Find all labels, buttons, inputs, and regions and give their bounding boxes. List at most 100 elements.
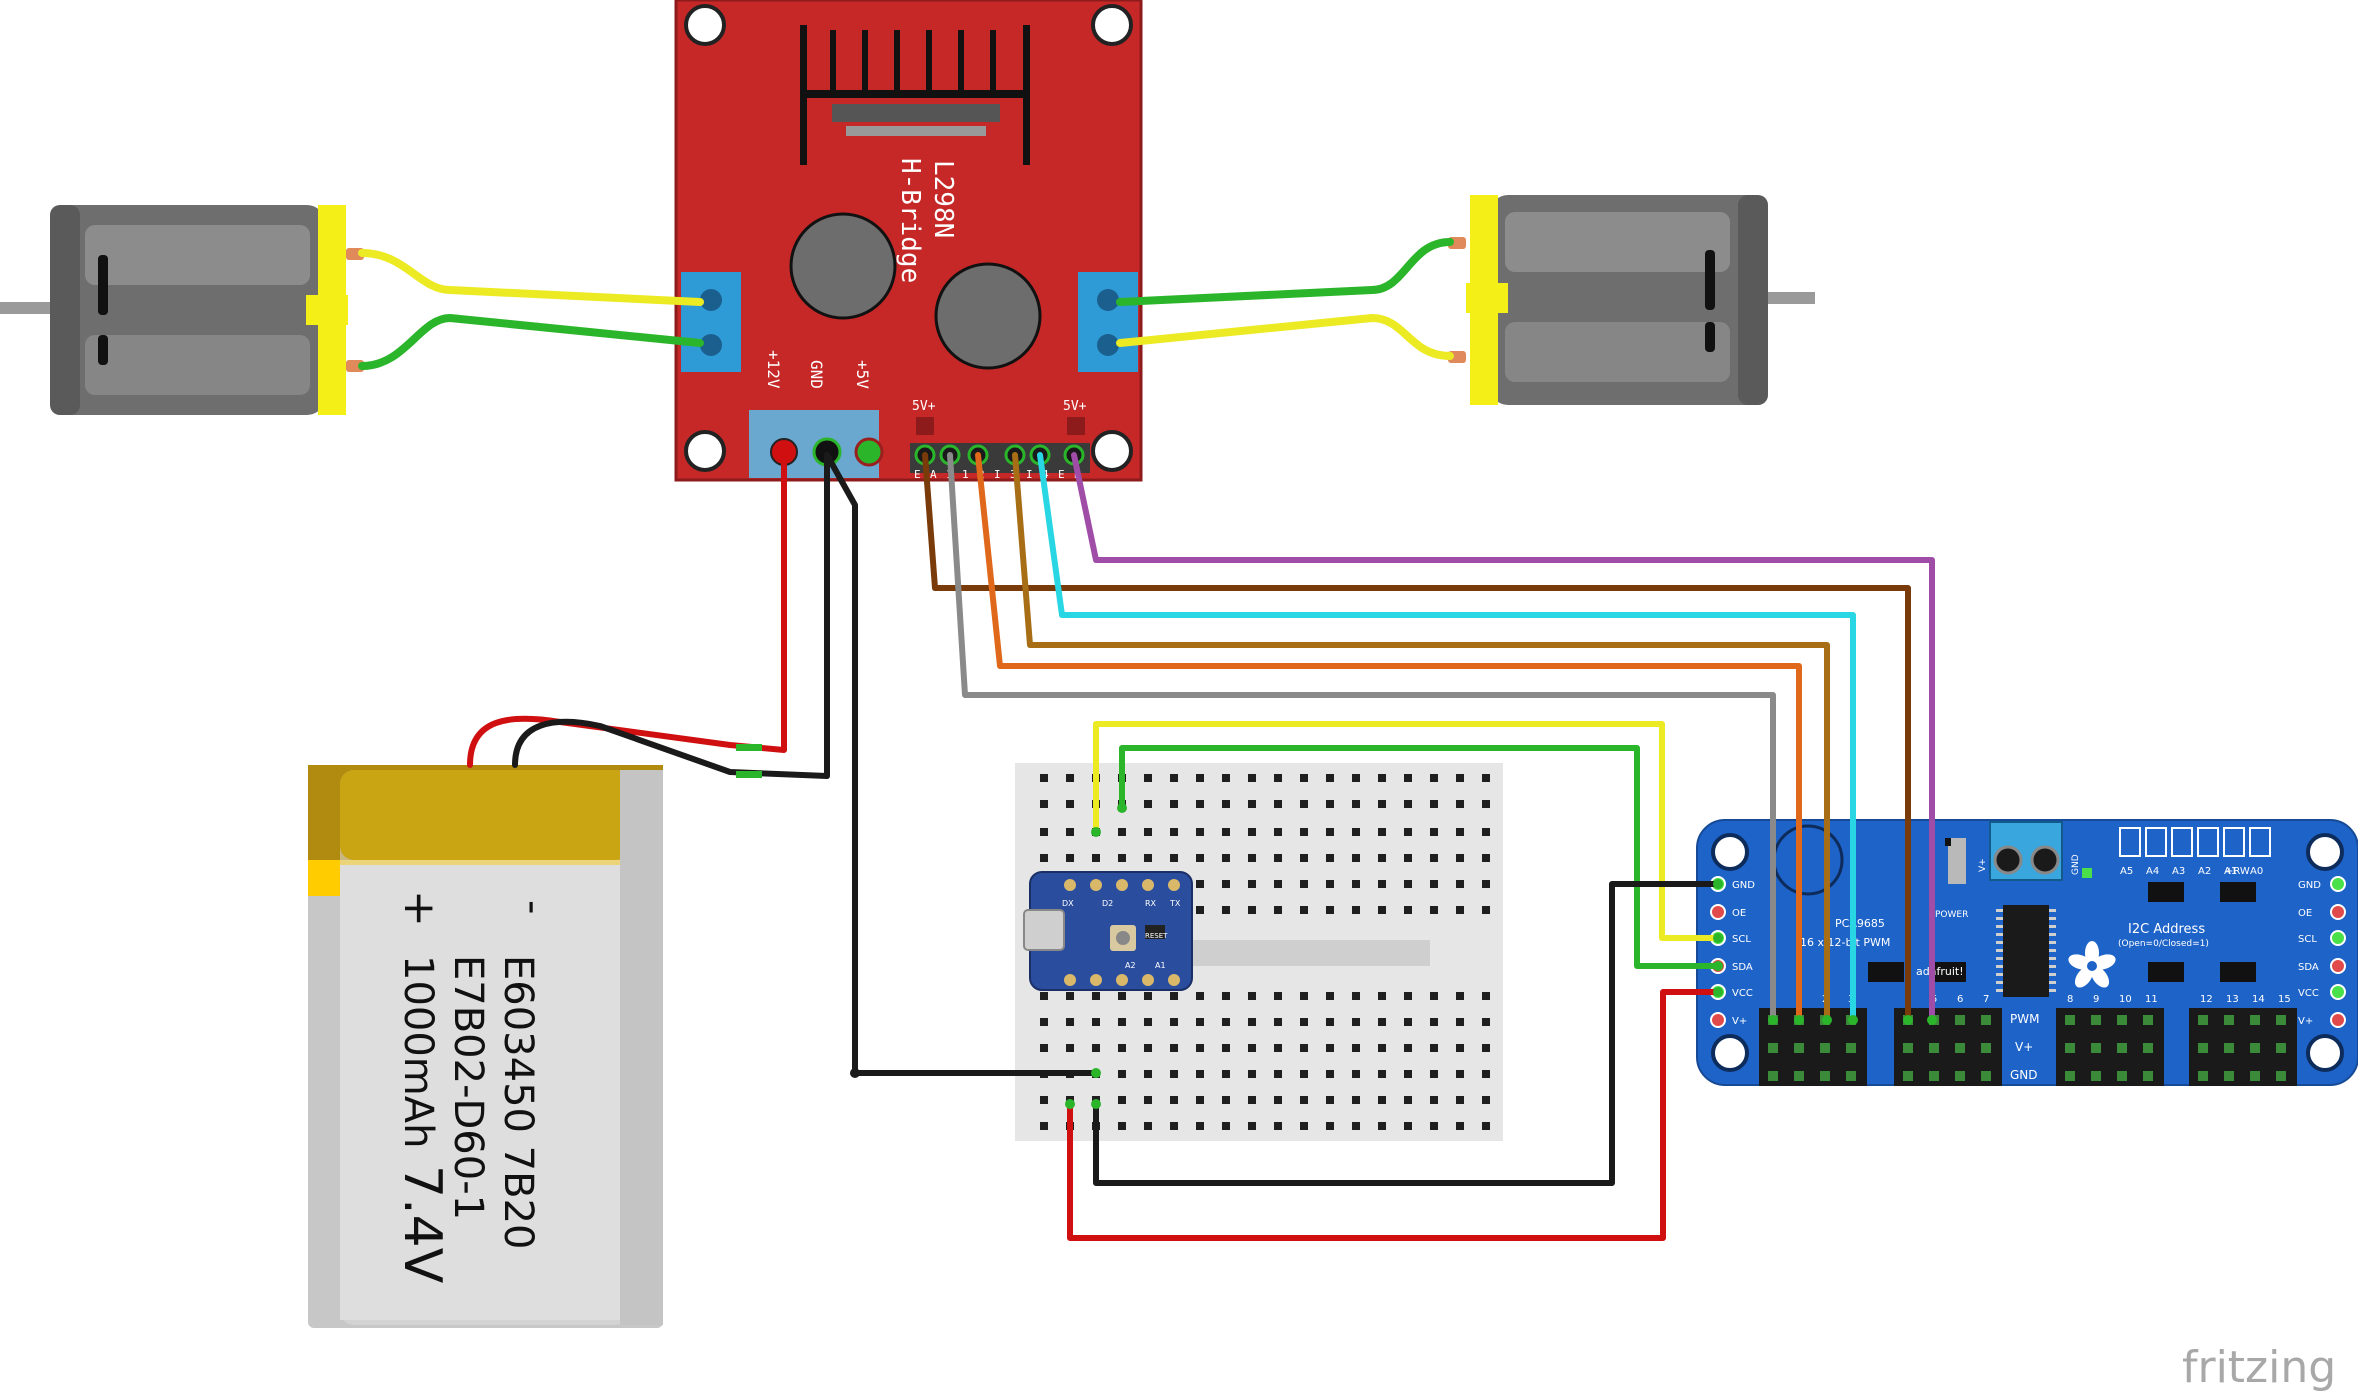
control-pin-label: A [930, 468, 937, 481]
breadboard-hole [1326, 1044, 1334, 1052]
chip-leg [1996, 949, 2003, 952]
wire-in2-orange [975, 452, 1802, 1023]
breadboard-hole [1300, 854, 1308, 862]
breadboard-hole [1326, 1096, 1334, 1104]
wire-left-motor-green [358, 314, 704, 370]
breadboard-hole [1170, 1122, 1178, 1130]
breadboard-hole [1170, 828, 1178, 836]
breadboard-hole [1456, 880, 1464, 888]
smd-part [1930, 962, 1966, 982]
breadboard-hole [1300, 800, 1308, 808]
chip-leg [2049, 909, 2056, 912]
breadboard-hole [1222, 880, 1230, 888]
smd-part [2220, 962, 2256, 982]
chip-leg [1996, 989, 2003, 992]
header-pin-label: GND [1732, 880, 1755, 891]
channel-pin [2198, 1043, 2208, 1053]
breadboard-hole [1144, 800, 1152, 808]
breadboard-hole [1456, 1122, 1464, 1130]
breadboard-hole [1430, 828, 1438, 836]
trinket-label-a2: A2 [1125, 961, 1136, 970]
chip-leg [2049, 925, 2056, 928]
breadboard-hole [1040, 992, 1048, 1000]
breadboard-hole [1040, 774, 1048, 782]
wire-end [1768, 1015, 1778, 1025]
breadboard-hole [1040, 1018, 1048, 1026]
breadboard-hole [1430, 1070, 1438, 1078]
breadboard-hole [1482, 1096, 1490, 1104]
channel-pin [2250, 1043, 2260, 1053]
channel-pin [1955, 1043, 1965, 1053]
channel-pin [2276, 1043, 2286, 1053]
trinket-pin [1142, 879, 1154, 891]
channel-pin [2224, 1071, 2234, 1081]
channel-pin [2250, 1071, 2260, 1081]
chip-leg [1996, 973, 2003, 976]
chip-leg [1996, 957, 2003, 960]
chip-leg [2049, 933, 2056, 936]
control-pin-label: I [1026, 468, 1033, 481]
address-pad [2145, 827, 2167, 857]
breadboard-hole [1300, 828, 1308, 836]
wire-end [1822, 1015, 1832, 1025]
breadboard-hole [1170, 992, 1178, 1000]
wire-enb-purple [1071, 452, 1935, 1023]
breadboard-hole [1482, 906, 1490, 914]
breadboard-hole [1066, 1044, 1074, 1052]
header-pin [2330, 904, 2346, 920]
trinket-pin [1142, 974, 1154, 986]
chip-leg [1996, 933, 2003, 936]
channel-pin [1955, 1015, 1965, 1025]
channel-pin [2198, 1071, 2208, 1081]
breadboard-hole [1274, 1122, 1282, 1130]
breadboard-hole [1144, 992, 1152, 1000]
header-pin-label: GND [2298, 880, 2321, 891]
chip-label: PCA9685 [1835, 917, 1885, 930]
breadboard-hole [1274, 1018, 1282, 1026]
breadboard-hole [1482, 880, 1490, 888]
address-pad [2197, 827, 2219, 857]
channel-pin [1981, 1071, 1991, 1081]
breadboard-hole [1248, 1044, 1256, 1052]
wire-left-motor-yellow [358, 249, 704, 306]
header-pin [2330, 876, 2346, 892]
channel-pin [2224, 1043, 2234, 1053]
header-pin [2330, 984, 2346, 1000]
address-pad [2223, 827, 2245, 857]
breadboard-hole [1040, 828, 1048, 836]
breadboard-hole [1300, 1044, 1308, 1052]
breadboard-hole [1274, 1044, 1282, 1052]
row-label-gnd: GND [2010, 1068, 2038, 1082]
breadboard-hole [1248, 774, 1256, 782]
wire-end [1927, 1015, 1937, 1025]
chip-leg [2049, 949, 2056, 952]
channel-pin [1903, 1071, 1913, 1081]
breadboard-hole [1170, 1044, 1178, 1052]
breadboard-hole [1222, 906, 1230, 914]
trinket-label-rx: RX [1145, 899, 1157, 908]
control-pin-label: I [994, 468, 1001, 481]
breadboard-hole [1248, 880, 1256, 888]
wire-vcc-red [1067, 989, 1721, 1241]
channel-pin [1768, 1071, 1778, 1081]
label-5v: +5V [853, 360, 872, 389]
row-label-pwm: PWM [2010, 1012, 2039, 1026]
power-label: POWER [1935, 910, 1968, 920]
smd-part [2148, 882, 2184, 902]
header-pin-label: SCL [2298, 934, 2317, 945]
chip-leg [2049, 989, 2056, 992]
channel-pin [2091, 1043, 2101, 1053]
channel-pin [2276, 1015, 2286, 1025]
breadboard-hole [1404, 1122, 1412, 1130]
breadboard-hole [1404, 1044, 1412, 1052]
breadboard-hole [1300, 880, 1308, 888]
breadboard-hole [1352, 774, 1360, 782]
breadboard-hole [1092, 854, 1100, 862]
channel-pin [2117, 1015, 2127, 1025]
channel-pin [1846, 1071, 1856, 1081]
breadboard-hole [1378, 774, 1386, 782]
channel-pin [2065, 1071, 2075, 1081]
battery-plus: + [394, 890, 445, 927]
header-pin-label: VCC [1732, 988, 1753, 999]
address-label: A4 [2146, 866, 2159, 877]
